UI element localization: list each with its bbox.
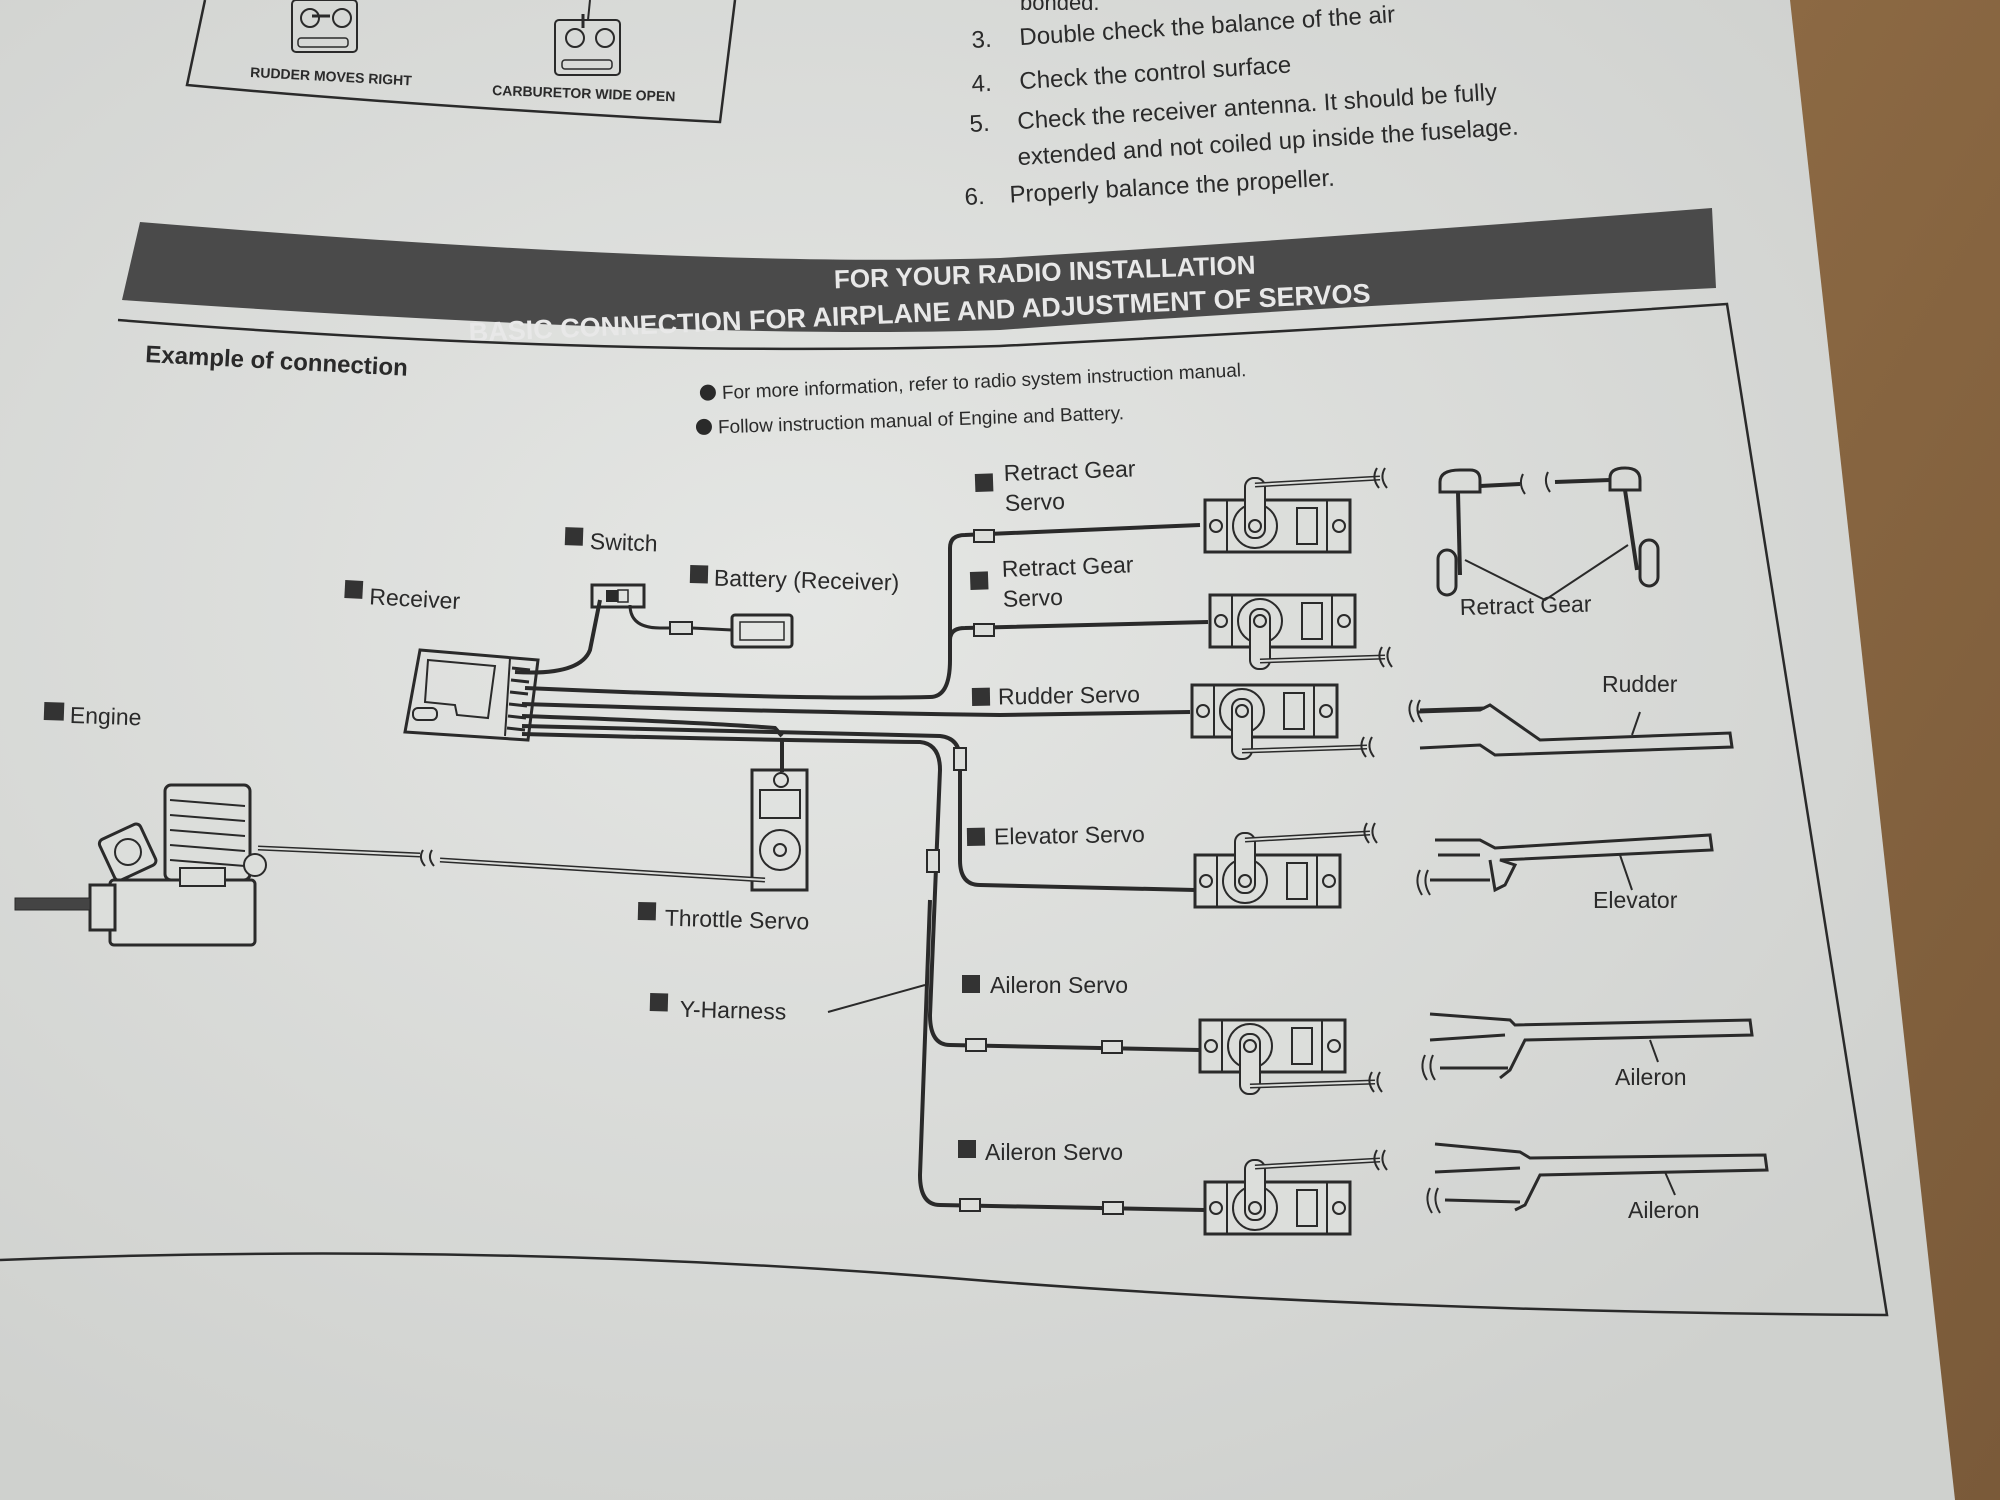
connector — [1102, 1201, 1124, 1215]
label-marker-icon — [969, 571, 989, 590]
elevator-servo-icon — [1193, 822, 1378, 909]
switch-wire — [514, 599, 602, 675]
label-marker-icon — [962, 975, 980, 993]
switch-icon — [590, 583, 646, 609]
throttle-servo-icon — [750, 768, 809, 892]
retract-gear-icon — [1436, 466, 1660, 602]
diagram-frame — [0, 302, 1889, 1317]
checklist-item-number: 6. — [964, 183, 985, 211]
top-figure: RUDDER MOVES RIGHT CARBURETOR WIDE OPEN — [185, 0, 737, 124]
rudder-leader — [1631, 711, 1641, 736]
label-marker-icon — [958, 1140, 976, 1158]
retract-servo-1-wire — [524, 523, 1201, 700]
connector — [1101, 1040, 1123, 1054]
label-elevator-servo: Elevator Servo — [994, 821, 1145, 850]
break-mark-icon — [419, 849, 435, 867]
receiver-icon — [403, 648, 540, 742]
caption-carburetor-wide-open: CARBURETOR WIDE OPEN — [492, 82, 676, 104]
bullet-icon — [695, 418, 712, 435]
y-harness-wire-1 — [521, 732, 1201, 1052]
checklist-item-text: Check the control surface — [1019, 51, 1292, 95]
label-marker-icon — [689, 565, 709, 584]
connector — [926, 849, 940, 873]
aileron-leader — [1649, 1039, 1659, 1063]
checklist-item-number: 5. — [969, 110, 991, 138]
label-marker-icon — [971, 687, 991, 706]
caption-rudder-moves-right: RUDDER MOVES RIGHT — [250, 64, 413, 88]
label-aileron-servo-2: Aileron Servo — [985, 1139, 1123, 1165]
checklist-item-number: 4. — [971, 70, 993, 98]
label-throttle-servo: Throttle Servo — [664, 905, 809, 935]
checklist-item-text: Properly balance the propeller. — [1009, 165, 1336, 209]
elevator-leader — [1619, 854, 1633, 891]
y-harness-leader — [827, 984, 926, 1013]
elevator-horn-icon — [1416, 833, 1714, 896]
top-figure-border — [185, 0, 737, 124]
label-rudder-servo: Rudder Servo — [998, 681, 1140, 709]
retract-servo-2-icon — [1208, 593, 1393, 670]
rudder-servo-icon — [1190, 683, 1375, 760]
diagram-subtitle: Example of connection — [145, 341, 409, 382]
label-marker-icon — [974, 473, 994, 492]
connector — [973, 623, 995, 637]
aileron-horn-icon — [1426, 1142, 1769, 1214]
label-marker-icon — [344, 580, 364, 599]
label-y-harness: Y-Harness — [679, 996, 786, 1025]
retract-servo-2-wire — [948, 620, 1209, 641]
label-switch: Switch — [589, 528, 658, 556]
label-retract-gear: Retract Gear — [1459, 591, 1592, 620]
label-marker-icon — [966, 827, 986, 846]
connector — [959, 1198, 981, 1212]
diagram-notes: For more information, refer to radio sys… — [695, 360, 1247, 438]
rudder-servo-wire — [521, 702, 1191, 718]
label-marker-icon — [564, 527, 584, 546]
section-banner: FOR YOUR RADIO INSTALLATION BASIC CONNEC… — [122, 208, 1716, 348]
label-receiver: Receiver — [369, 583, 461, 614]
transmitter-icon — [554, 0, 621, 76]
bullet-icon — [699, 384, 716, 401]
label-aileron-servo-1: Aileron Servo — [990, 972, 1128, 998]
throttle-servo-wire — [521, 714, 784, 738]
label-elevator: Elevator — [1593, 887, 1678, 913]
label-rudder: Rudder — [1602, 671, 1678, 697]
aileron-horn-icon — [1421, 1012, 1754, 1081]
aileron-leader — [1664, 1171, 1676, 1196]
label-retract-servo-2: Retract Gear — [1001, 551, 1134, 582]
rudder-horn-icon — [1408, 699, 1734, 757]
label-aileron-1: Aileron — [1615, 1064, 1687, 1090]
note-text: Follow instruction manual of Engine and … — [718, 403, 1125, 438]
label-retract-servo-1: Retract Gear — [1003, 455, 1136, 486]
engine-icon — [14, 783, 267, 947]
battery-wire — [628, 604, 690, 630]
label-marker-icon — [43, 701, 65, 721]
label-retract-servo-2-line2: Servo — [1002, 584, 1063, 612]
banner-background — [122, 208, 1716, 332]
battery-connector — [669, 621, 693, 635]
checklist-item-number: 3. — [971, 26, 993, 54]
connector — [965, 1038, 987, 1052]
y-harness-wire-2 — [917, 899, 1206, 1212]
retract-servo-1-icon — [1203, 467, 1388, 554]
connector — [973, 529, 995, 543]
label-marker-icon — [649, 993, 669, 1012]
label-retract-servo-1-line2: Servo — [1004, 488, 1065, 516]
aileron-servo-1-icon — [1198, 1018, 1383, 1095]
label-marker-icon — [637, 901, 657, 921]
transmitter-icon — [291, 0, 358, 53]
elevator-servo-wire — [521, 724, 1196, 892]
label-engine: Engine — [69, 702, 141, 730]
checklist-partial-line: bonded. — [1020, 0, 1100, 15]
label-battery: Battery (Receiver) — [714, 565, 900, 596]
servo-group — [1190, 467, 1393, 1236]
label-aileron-2: Aileron — [1628, 1197, 1700, 1223]
aileron-servo-2-icon — [1203, 1149, 1388, 1236]
note-text: For more information, refer to radio sys… — [721, 360, 1246, 404]
checklist: bonded. 3. Double check the balance of t… — [964, 0, 1519, 211]
battery-icon — [730, 613, 794, 649]
diagram-labels: Switch Battery (Receiver) Receiver Engin… — [43, 455, 1700, 1223]
wiring — [514, 523, 1209, 1215]
connector — [953, 747, 967, 771]
